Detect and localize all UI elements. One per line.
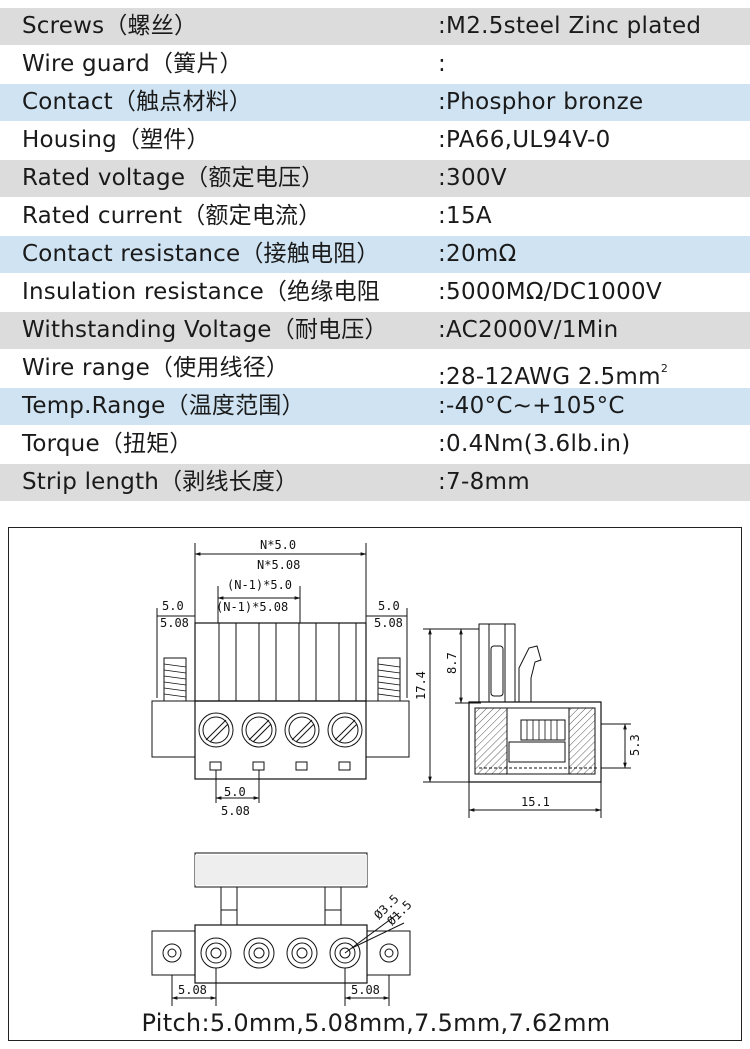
spec-value-text: :300V <box>438 165 507 191</box>
spec-label: Rated voltage（额定电压） <box>22 165 325 191</box>
side-view-labels: 17.4 8.7 5.3 15.1 <box>414 652 642 809</box>
spec-value: :300V <box>438 160 507 197</box>
spec-label: Housing（塑件） <box>22 127 210 153</box>
spec-value-text: :Phosphor bronze <box>438 89 644 115</box>
spec-row: Rated voltage（额定电压） :300V <box>0 160 750 197</box>
spec-row: Wire guard（簧片）: <box>0 46 750 83</box>
spec-value-superscript: 2 <box>660 362 669 375</box>
spec-label: Strip length（剥线长度） <box>22 469 299 495</box>
spec-value: : <box>438 46 446 83</box>
spec-value: :Phosphor bronze <box>438 84 644 121</box>
spec-row: Withstanding Voltage（耐电压） :AC2000V/1Min <box>0 312 750 349</box>
dim-bottom-right-508: 5.08 <box>351 983 380 997</box>
spec-row: Contact（触点材料） :Phosphor bronze <box>0 84 750 121</box>
spec-row: Screws（螺丝） :M2.5steel Zinc plated <box>0 8 750 45</box>
dim-n50: N*5.0 <box>260 538 296 552</box>
pitch-caption: Pitch:5.0mm,5.08mm,7.5mm,7.62mm <box>141 1009 611 1037</box>
spec-value: :-40°C~+105°C <box>438 388 625 425</box>
dim-right-508: 5.08 <box>374 616 403 630</box>
spec-label: Wire guard（簧片） <box>22 51 243 77</box>
spec-value-text: :15A <box>438 203 492 229</box>
spec-label: Temp.Range（温度范围） <box>22 393 305 419</box>
technical-drawing: N*5.0 N*5.08 (N-1)*5.0 (N-1)*5.08 5.0 5.… <box>8 527 742 1041</box>
dim-n508: N*5.08 <box>257 558 300 572</box>
dim-left-508: 5.08 <box>160 616 189 630</box>
dim-h87: 8.7 <box>445 652 459 674</box>
spec-row: Contact resistance（接触电阻） :20mΩ <box>0 236 750 273</box>
spec-value: :AC2000V/1Min <box>438 312 619 349</box>
spec-label: Rated current（额定电流） <box>22 203 322 229</box>
dim-n1-50: (N-1)*5.0 <box>227 578 292 592</box>
dim-w151: 15.1 <box>521 795 550 809</box>
front-view <box>151 543 410 803</box>
dim-n1-508: (N-1)*5.08 <box>216 600 288 614</box>
side-view <box>423 623 631 818</box>
spec-label: Contact（触点材料） <box>22 89 253 115</box>
spec-label: Insulation resistance（绝缘电阻 <box>22 279 380 305</box>
spec-value: :20mΩ <box>438 236 517 273</box>
spec-value: :M2.5steel Zinc plated <box>438 8 701 45</box>
dim-bottom-left-508: 5.08 <box>178 983 207 997</box>
dim-h174: 17.4 <box>414 671 428 700</box>
spec-value-text: :-40°C~+105°C <box>438 393 625 419</box>
spec-row: Torque（扭矩） :0.4Nm(3.6lb.in) <box>0 426 750 463</box>
spec-label: Torque（扭矩） <box>22 431 193 457</box>
spec-row: Strip length（剥线长度） :7-8mm <box>0 464 750 501</box>
spec-value-text: :28-12AWG 2.5mm <box>438 364 661 390</box>
dim-right-50: 5.0 <box>378 599 400 613</box>
spec-label: Withstanding Voltage（耐电压） <box>22 317 388 343</box>
spec-value-text: :0.4Nm(3.6lb.in) <box>438 431 631 457</box>
spec-label: Screws（螺丝） <box>22 13 198 39</box>
spec-value: :7-8mm <box>438 464 530 501</box>
spec-label: Wire range（使用线径） <box>22 355 290 381</box>
spec-value-text: :20mΩ <box>438 241 517 267</box>
spec-value: :0.4Nm(3.6lb.in) <box>438 426 631 463</box>
dim-h53: 5.3 <box>628 734 642 756</box>
drawing-canvas: N*5.0 N*5.08 (N-1)*5.0 (N-1)*5.08 5.0 5.… <box>151 538 642 1006</box>
spec-value-text: :AC2000V/1Min <box>438 317 619 343</box>
spec-value: :15A <box>438 198 492 235</box>
spec-row: Wire range（使用线径） :28-12AWG 2.5mm2 <box>0 350 750 390</box>
spec-value: :PA66,UL94V-0 <box>438 122 611 159</box>
spec-value-text: :5000MΩ/DC1000V <box>438 279 662 305</box>
spec-value: :28-12AWG 2.5mm2 <box>438 350 668 396</box>
spec-value-text: :7-8mm <box>438 469 530 495</box>
spec-value: :5000MΩ/DC1000V <box>438 274 662 311</box>
spec-label: Contact resistance（接触电阻） <box>22 241 380 267</box>
bottom-view <box>151 852 411 1006</box>
spec-value-text: :M2.5steel Zinc plated <box>438 13 702 39</box>
spec-row: Rated current（额定电流） :15A <box>0 198 750 235</box>
dim-left-50: 5.0 <box>162 599 184 613</box>
dim-bottom-508: 5.08 <box>221 804 250 818</box>
spec-row: Housing（塑件） :PA66,UL94V-0 <box>0 122 750 159</box>
front-view-labels: N*5.0 N*5.08 (N-1)*5.0 (N-1)*5.08 5.0 5.… <box>160 538 403 818</box>
spec-row: Temp.Range（温度范围） :-40°C~+105°C <box>0 388 750 425</box>
spec-value-text: : <box>438 51 447 77</box>
dim-bottom-50: 5.0 <box>224 785 246 799</box>
spec-row: Insulation resistance（绝缘电阻 :5000MΩ/DC1000… <box>0 274 750 311</box>
spec-value-text: :PA66,UL94V-0 <box>438 127 611 153</box>
